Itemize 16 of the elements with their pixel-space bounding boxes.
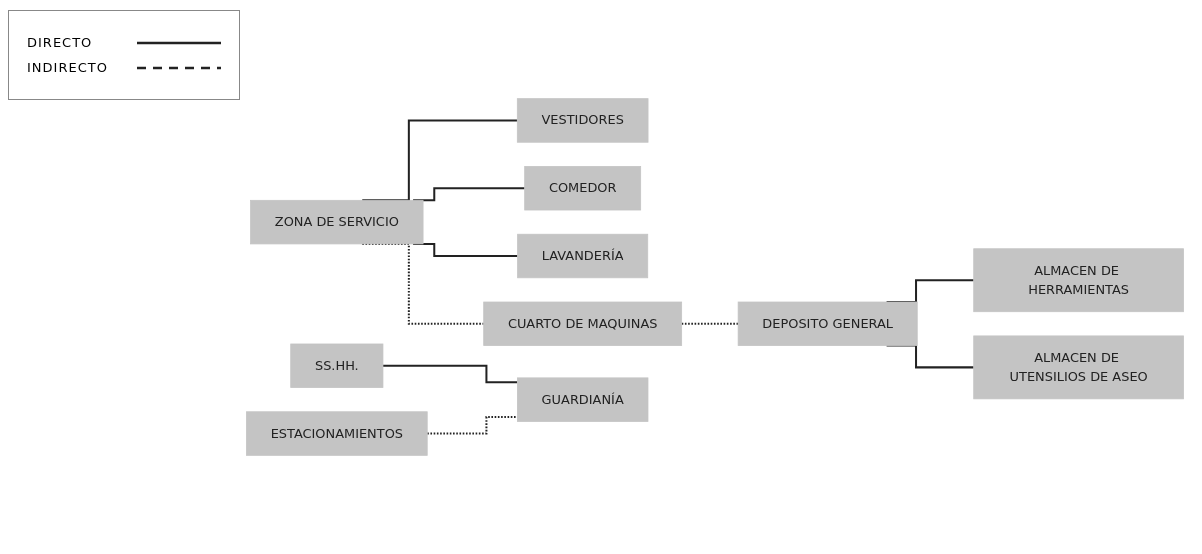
node-box: ALMACEN DE UTENSILIOS DE ASEO — [973, 335, 1184, 400]
node-box: COMEDOR — [524, 166, 642, 211]
legend-label: INDIRECTO — [27, 60, 109, 75]
node-box: SS.HH. — [290, 343, 384, 388]
node-box: ALMACEN DE HERRAMIENTAS — [973, 248, 1184, 313]
connector — [382, 364, 518, 384]
node-box: VESTIDORES — [516, 98, 649, 143]
node-box: LAVANDERÍA — [517, 233, 649, 279]
node-box: GUARDIANÍA — [517, 377, 649, 422]
node-box: ZONA DE SERVICIO — [250, 199, 424, 245]
node-box: CUARTO DE MAQUINAS — [483, 301, 683, 346]
node-box: DEPOSITO GENERAL — [737, 301, 918, 346]
connector — [427, 416, 518, 435]
connector — [681, 322, 739, 325]
legend-label: DIRECTO — [27, 35, 94, 50]
node-box: ESTACIONAMIENTOS — [246, 411, 428, 456]
